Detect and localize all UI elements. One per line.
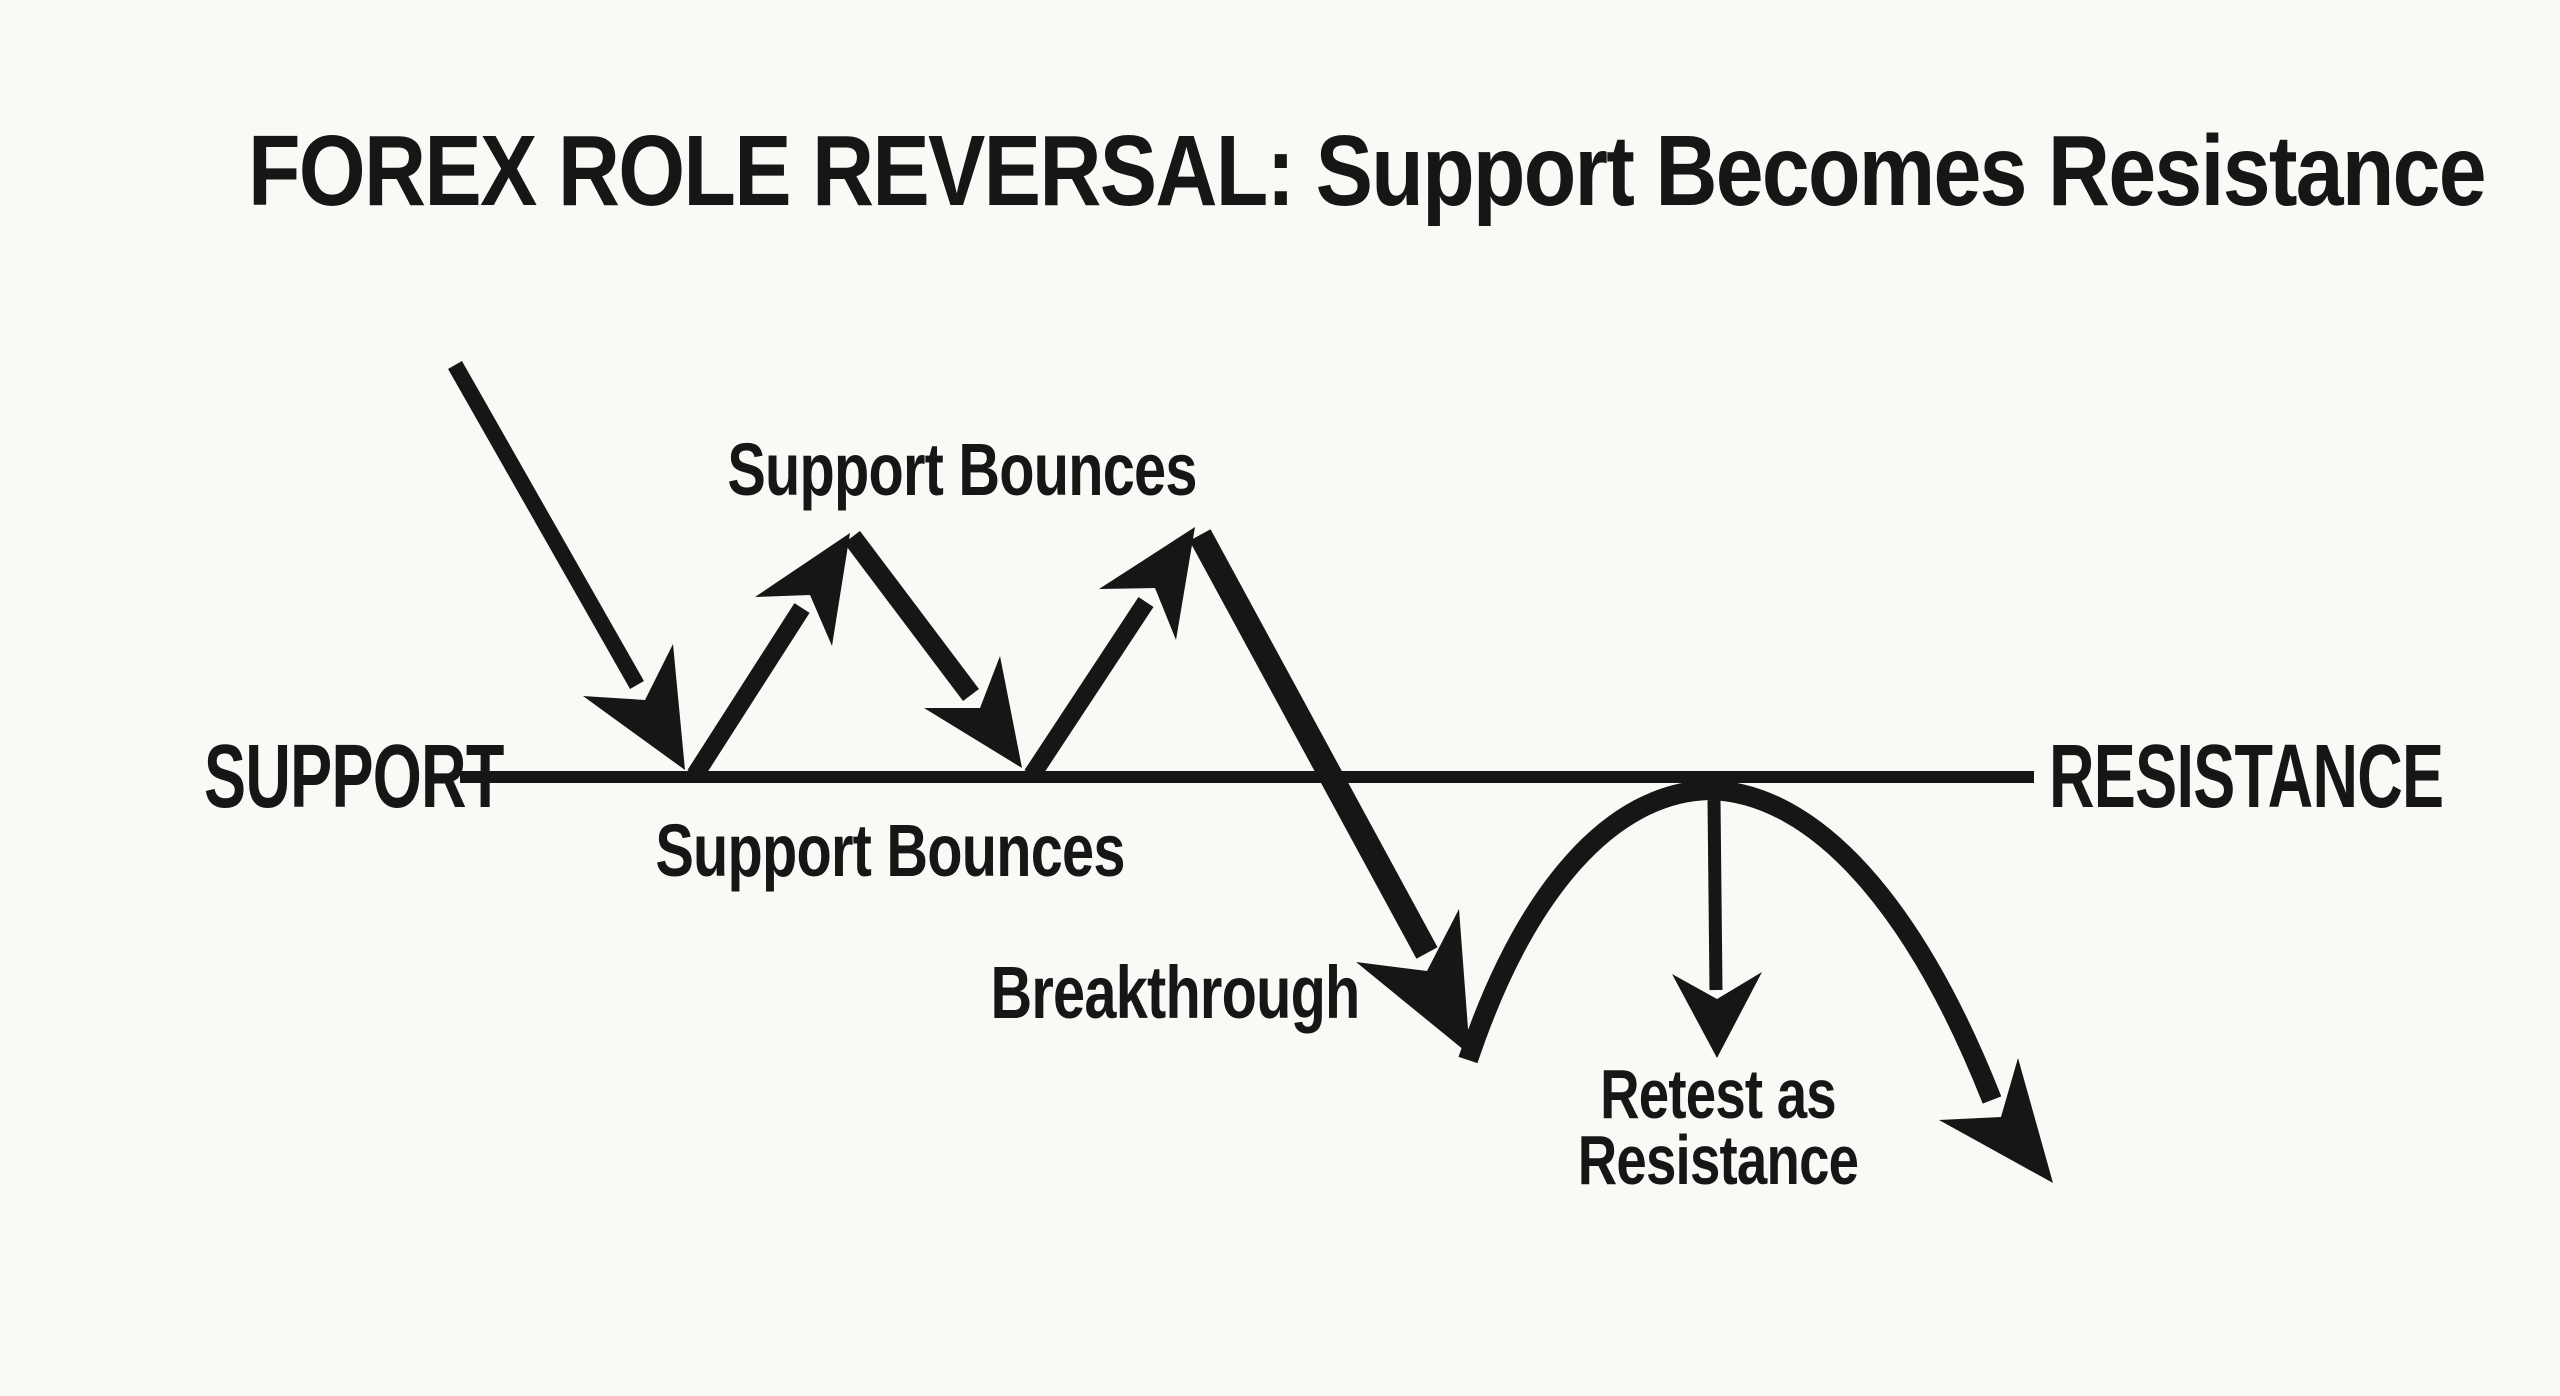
breakthrough-arrow — [1189, 529, 1470, 1055]
bounce-up-arrow-2 — [1024, 527, 1195, 780]
bounce-up-arrow-1 — [687, 533, 850, 780]
resistance-label: RESISTANCE — [2049, 727, 2444, 827]
downtrend-arrow — [448, 361, 685, 770]
retest-label-line2: Resistance — [1577, 1121, 1859, 1199]
support-bounces-bottom-label: Support Bounces — [655, 809, 1125, 892]
retest-as-resistance-label: Retest as Resistance — [1406, 1055, 2030, 1199]
pullback-arrow-1 — [844, 530, 1022, 768]
retest-label-line1: Retest as — [1600, 1055, 1837, 1133]
support-bounces-top-label: Support Bounces — [727, 428, 1197, 511]
retest-down-arrow — [1672, 799, 1762, 1058]
retest-arc-arrow — [1458, 779, 2053, 1183]
page-title: FOREX ROLE REVERSAL: Support Becomes Res… — [248, 115, 2487, 227]
breakthrough-label: Breakthrough — [990, 951, 1360, 1034]
support-label: SUPPORT — [204, 727, 504, 827]
